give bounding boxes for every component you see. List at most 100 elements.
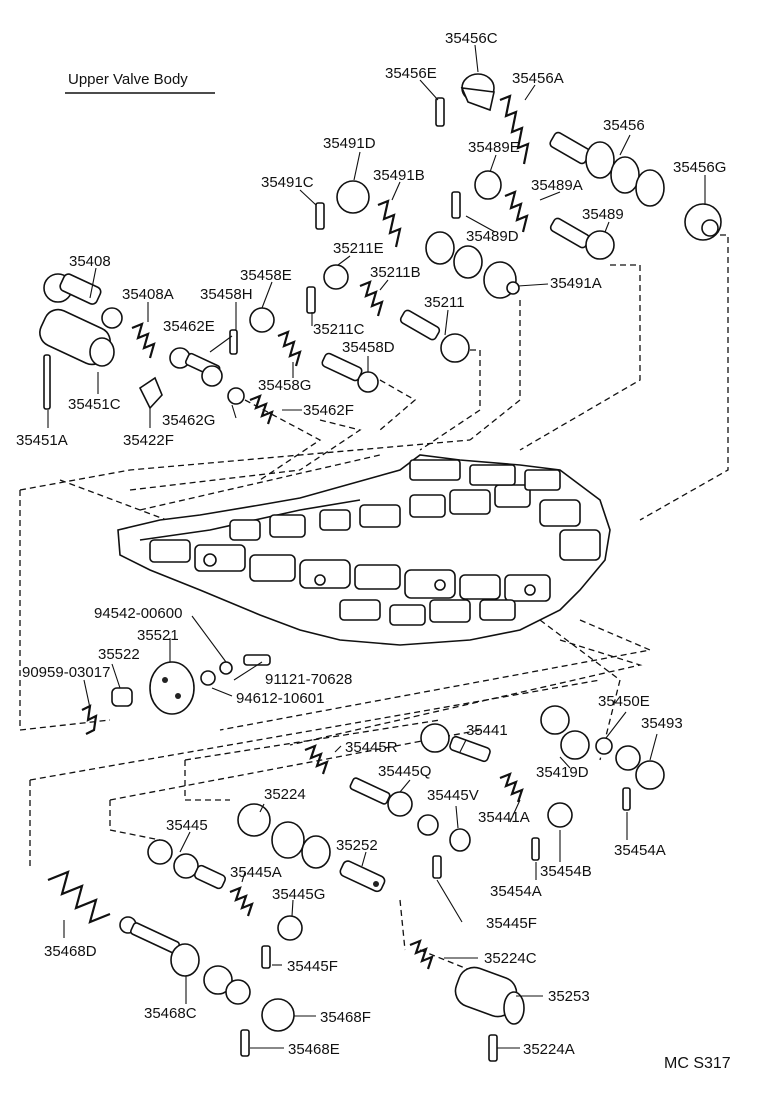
part-35456G [684,203,722,241]
part-35211 [399,309,470,363]
part-35419D [540,705,590,760]
part-35491A [425,231,520,299]
part-35456A [499,94,530,165]
label-35451C: 35451C [68,396,121,413]
part-35521 [149,661,195,715]
title-text: Upper Valve Body [68,71,188,88]
part-35456C [460,73,495,112]
label-35454A-2: 35454A [490,883,542,900]
part-35445Q [349,777,439,836]
label-35441A: 35441A [478,809,530,826]
label-35521: 35521 [137,627,179,644]
part-35441 [420,723,491,763]
label-35445R: 35445R [345,739,398,756]
diagram-title: Upper Valve Body [65,71,215,94]
part-35454B [547,802,573,828]
label-35224A: 35224A [523,1041,575,1058]
label-35445F-2: 35445F [486,915,537,932]
part-35468C [119,916,251,1005]
part-35451A [43,354,51,410]
part-35422F [138,376,163,410]
label-35456C: 35456C [445,30,498,47]
label-35456E: 35456E [385,65,437,82]
part-35454A-1 [622,787,631,811]
part-35462G [227,387,245,405]
label-35468C: 35468C [144,1005,197,1022]
label-35211E: 35211E [333,240,384,257]
diagram-code: MC S317 [664,1055,731,1072]
part-35224C [409,939,434,970]
label-35211: 35211 [424,294,465,311]
part-35522 [111,687,133,707]
part-35445F-1 [261,945,271,969]
part-35451C [39,308,115,367]
label-35454A-1: 35454A [614,842,666,859]
label-35252: 35252 [336,837,378,854]
label-35489E: 35489E [468,139,520,156]
label-35468E: 35468E [288,1041,340,1058]
label-35522: 35522 [98,646,140,663]
part-35445 [147,839,227,890]
label-35491A: 35491A [550,275,602,292]
label-35462G: 35462G [162,412,215,429]
label-35422F: 35422F [123,432,174,449]
label-35211C: 35211C [313,321,365,338]
part-35211E [323,264,349,290]
label-35456G: 35456G [673,159,726,176]
label-35211B: 35211B [370,264,421,281]
part-35491B [377,199,402,248]
part-35458G [277,330,302,367]
label-35456: 35456 [603,117,645,134]
label-35450E: 35450E [598,693,650,710]
part-35211B [359,280,384,317]
part-90959-03017 [81,704,98,735]
label-35441: 35441 [466,722,508,739]
part-labels: 35456C 35456E 35456A 35456 35456G 35491D… [16,30,726,1058]
part-35468E [240,1029,250,1057]
leader-lines [47,44,706,1049]
part-35441A [499,772,524,803]
label-94542-00600: 94542-00600 [94,605,182,622]
label-35456A: 35456A [512,70,564,87]
part-35456E [435,97,445,127]
part-91121-70628 [243,654,271,666]
part-35456 [549,131,665,207]
part-35491D [336,180,370,214]
label-35489: 35489 [582,206,624,223]
label-35491D: 35491D [323,135,376,152]
part-35458E [229,329,238,355]
label-94612-10601: 94612-10601 [236,690,324,707]
upper-valve-body [117,454,611,646]
part-94542-00600 [219,661,233,675]
part-94612-10601 [200,670,216,686]
part-35445A [229,886,254,917]
label-35445V: 35445V [427,787,479,804]
label-35445: 35445 [166,817,208,834]
label-35408A: 35408A [122,286,174,303]
part-35468F [261,998,295,1032]
label-35462E: 35462E [163,318,215,335]
part-35408A [131,322,156,359]
part-35450E [595,737,613,755]
part-35493 [615,745,665,790]
part-35253 [454,966,525,1025]
part-35211C [306,286,316,314]
label-35458G: 35458G [258,377,311,394]
label-35445G: 35445G [272,886,325,903]
part-35489E [474,170,502,200]
label-35458D: 35458D [342,339,395,356]
label-91121-70628: 91121-70628 [265,671,352,688]
label-35491B: 35491B [373,167,425,184]
label-90959-03017: 90959-03017 [22,664,110,681]
label-35445F-1: 35445F [287,958,338,975]
label-35468F: 35468F [320,1009,371,1026]
label-35493: 35493 [641,715,683,732]
label-35468D: 35468D [44,943,97,960]
label-35419D: 35419D [536,764,589,781]
label-35491C: 35491C [261,174,314,191]
label-35445Q: 35445Q [378,763,431,780]
part-35462E [169,347,223,387]
part-35462F [249,394,274,425]
part-35445R [304,744,329,775]
